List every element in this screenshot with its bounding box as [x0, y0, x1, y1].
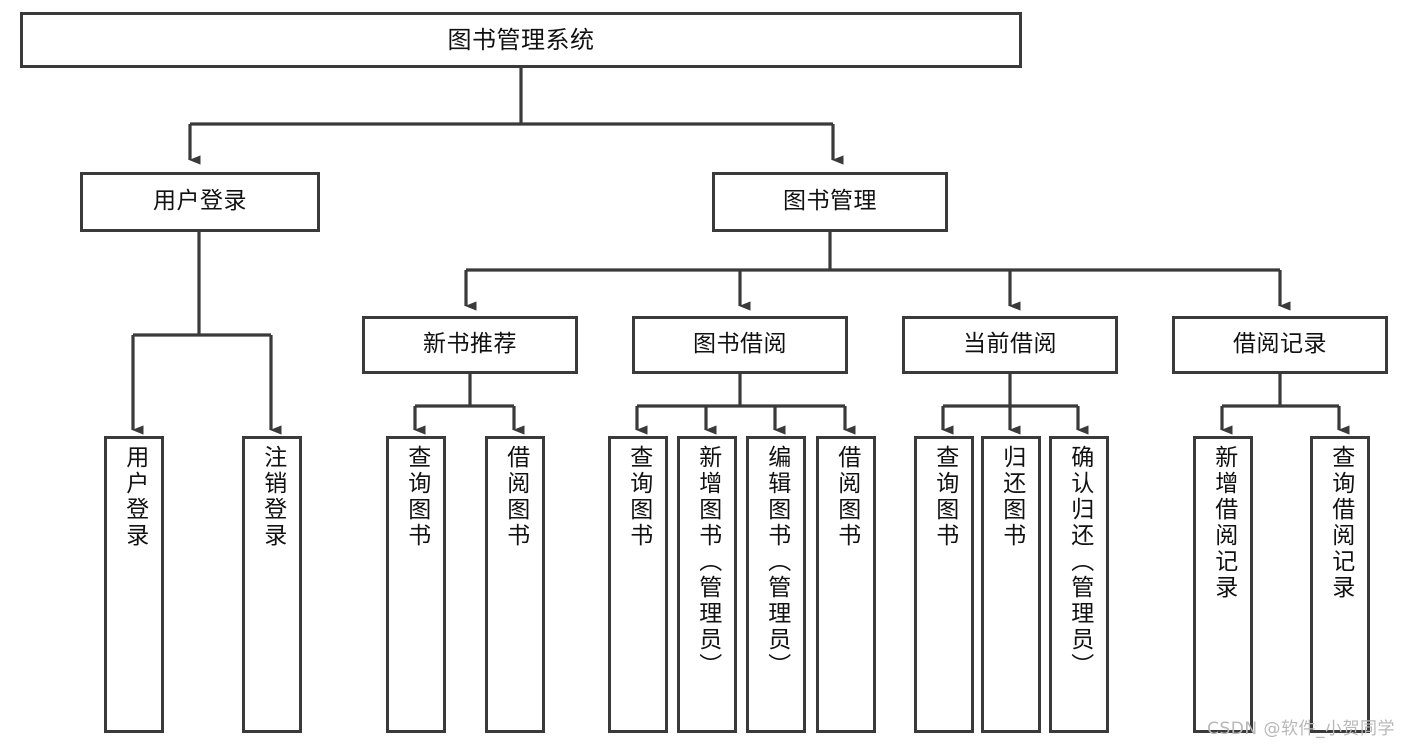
leaf-return-book-label: 归还图书	[998, 445, 1025, 549]
leaf-query-record-label: 查询借阅记录	[1327, 445, 1354, 601]
leaf-borrow-book-1-label: 借阅图书	[502, 445, 529, 549]
leaf-borrow-book-1[interactable]: 借阅图书	[485, 436, 545, 733]
node-book-manage[interactable]: 图书管理	[712, 172, 948, 232]
node-user-login[interactable]: 用户登录	[80, 172, 320, 232]
leaf-query-book-2[interactable]: 查询图书	[608, 436, 668, 733]
leaf-query-book-3[interactable]: 查询图书	[914, 436, 974, 733]
leaf-return-book[interactable]: 归还图书	[981, 436, 1041, 733]
node-new-book-recommend[interactable]: 新书推荐	[362, 316, 578, 374]
node-new-book-recommend-label: 新书推荐	[423, 331, 517, 358]
leaf-confirm-return[interactable]: 确认归还（管理员）	[1049, 436, 1109, 733]
leaf-query-record[interactable]: 查询借阅记录	[1310, 436, 1370, 733]
leaf-logout-label: 注销登录	[259, 445, 286, 549]
leaf-edit-book[interactable]: 编辑图书（管理员）	[746, 436, 806, 733]
leaf-query-book-2-label: 查询图书	[625, 445, 652, 549]
leaf-user-login-label: 用户登录	[121, 445, 148, 549]
node-root[interactable]: 图书管理系统	[20, 12, 1022, 68]
leaf-query-book-1[interactable]: 查询图书	[386, 436, 446, 733]
node-book-borrow[interactable]: 图书借阅	[632, 316, 848, 374]
leaf-edit-book-label: 编辑图书（管理员）	[763, 445, 790, 679]
leaf-borrow-book-2-label: 借阅图书	[833, 445, 860, 549]
leaf-add-record-label: 新增借阅记录	[1210, 445, 1237, 601]
leaf-borrow-book-2[interactable]: 借阅图书	[816, 436, 876, 733]
leaf-add-record[interactable]: 新增借阅记录	[1193, 436, 1253, 733]
leaf-add-book-label: 新增图书（管理员）	[694, 445, 721, 679]
node-current-borrow[interactable]: 当前借阅	[902, 316, 1118, 374]
node-current-borrow-label: 当前借阅	[963, 331, 1057, 358]
leaf-query-book-3-label: 查询图书	[931, 445, 958, 549]
leaf-user-login[interactable]: 用户登录	[104, 436, 164, 733]
leaf-query-book-1-label: 查询图书	[403, 445, 430, 549]
watermark: CSDN @软件_小贺同学	[1207, 719, 1395, 739]
node-borrow-record[interactable]: 借阅记录	[1172, 316, 1388, 374]
leaf-confirm-return-label: 确认归还（管理员）	[1066, 445, 1093, 679]
leaf-logout[interactable]: 注销登录	[242, 436, 302, 733]
node-borrow-record-label: 借阅记录	[1233, 331, 1327, 358]
node-user-login-label: 用户登录	[153, 188, 247, 215]
node-root-label: 图书管理系统	[447, 25, 595, 54]
leaf-add-book[interactable]: 新增图书（管理员）	[677, 436, 737, 733]
node-book-borrow-label: 图书借阅	[693, 331, 787, 358]
node-book-manage-label: 图书管理	[783, 188, 877, 215]
